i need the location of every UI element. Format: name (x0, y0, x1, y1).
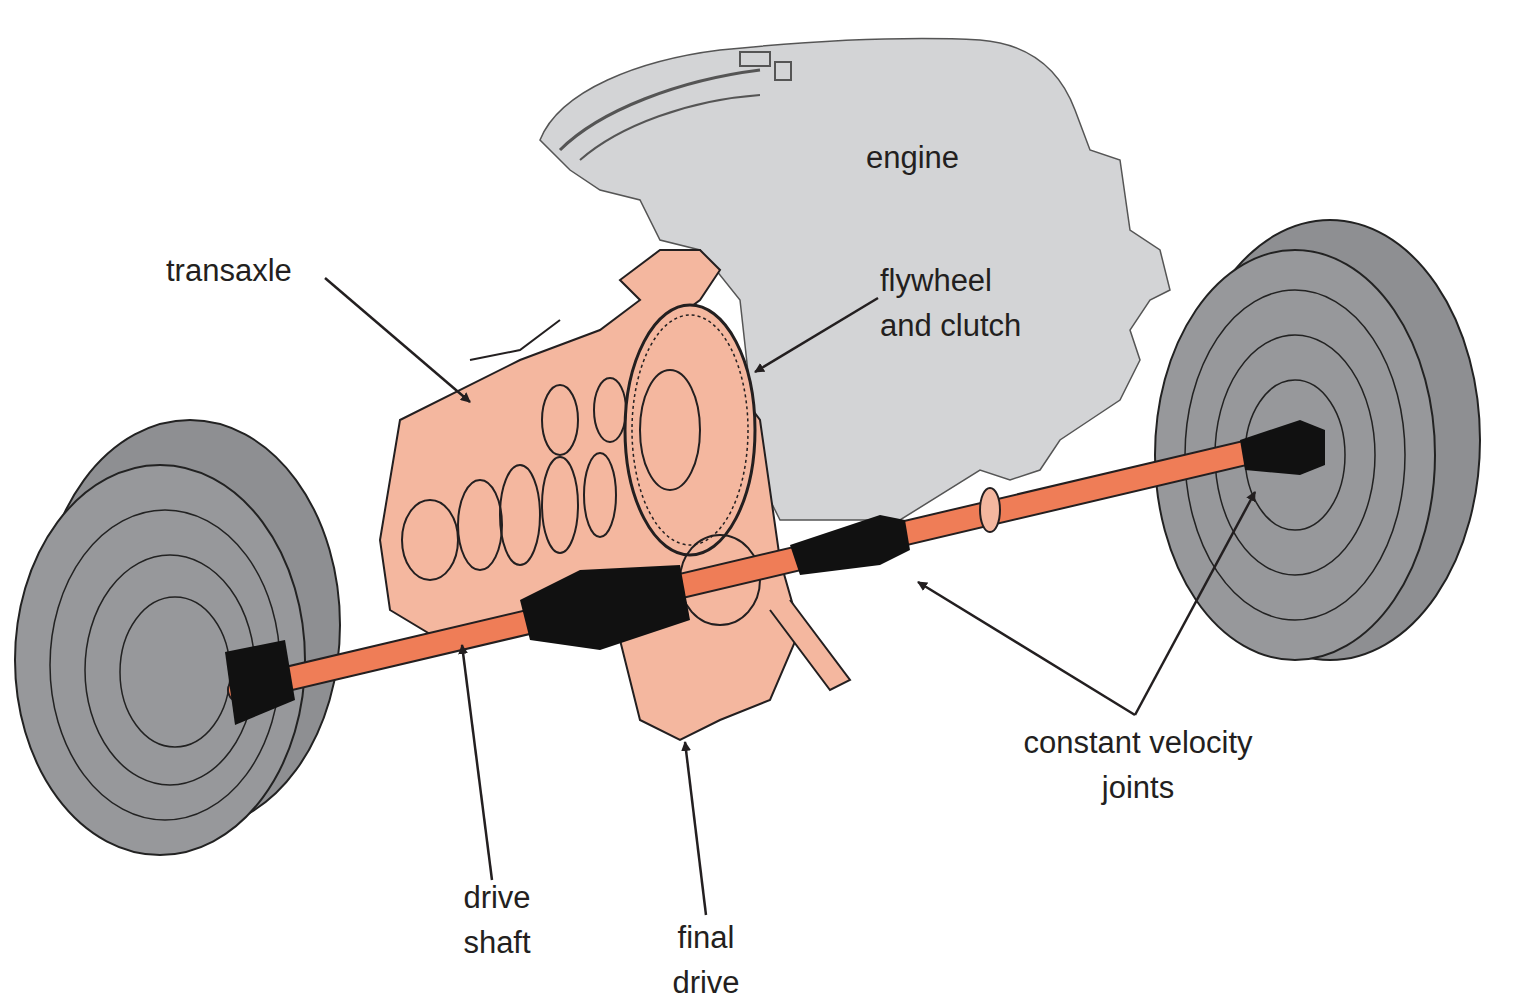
transaxle-unit (380, 250, 850, 740)
final-drive-label: final drive (656, 915, 756, 1005)
drive-shaft-bar (240, 440, 1300, 690)
engine-label: engine (866, 135, 1066, 180)
leader-lines (325, 278, 1255, 915)
drive-shaft-label: drive shaft (447, 875, 547, 965)
cv-boots (225, 420, 1325, 725)
left-wheel (15, 420, 340, 855)
transaxle-label: transaxle (166, 248, 366, 293)
flywheel-label: flywheel and clutch (880, 258, 1045, 348)
cv-joint-label: constant velocity joints (988, 720, 1288, 810)
right-wheel (1155, 220, 1480, 660)
